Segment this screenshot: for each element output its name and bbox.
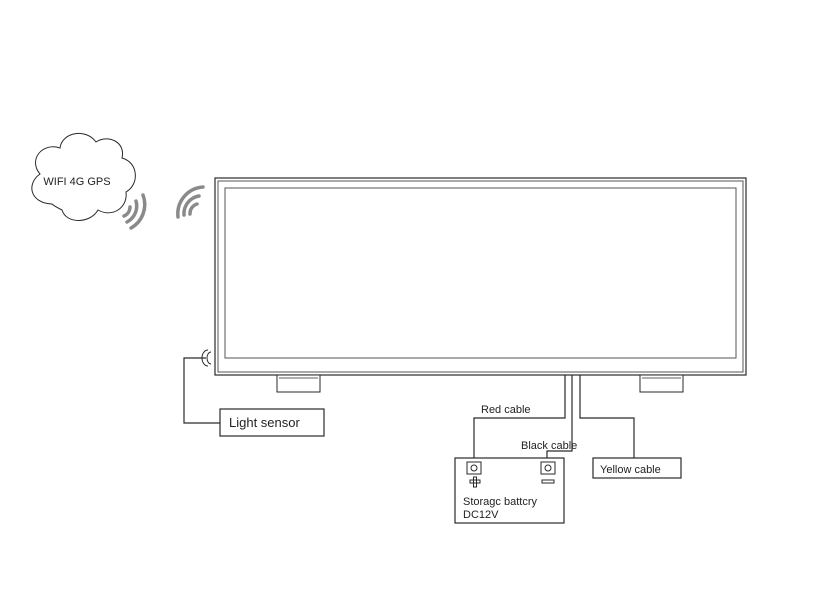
battery-voltage: DC12V — [463, 509, 499, 521]
yellow-cable-box — [592, 457, 682, 479]
screen-bezel — [217, 180, 744, 373]
storage-battery: Storagc battcry DC12V — [454, 457, 565, 524]
red-cable-label: Red cable — [481, 404, 531, 416]
yellow-cable-label: Yellow cable — [600, 464, 661, 476]
battery-label: Storagc battcry — [463, 496, 537, 508]
red-cable-line — [473, 375, 566, 458]
cloud-label: WIFI 4G GPS — [43, 176, 110, 188]
display-screen — [214, 177, 747, 376]
plus-icon — [469, 476, 481, 488]
positive-terminal — [466, 461, 482, 475]
cloud: WIFI 4G GPS — [31, 133, 136, 221]
black-cable-line — [546, 375, 573, 458]
light-sensor-box — [219, 408, 325, 437]
light-sensor-cable — [183, 357, 220, 424]
black-cable-label: Black cable — [521, 440, 577, 452]
minus-icon — [541, 479, 555, 484]
positive-terminal-hole — [470, 464, 478, 472]
light-sensor-label: Light sensor — [229, 415, 300, 430]
wireless-signal-icon — [122, 193, 147, 230]
yellow-cable-line — [579, 375, 635, 458]
cloud-outline — [31, 133, 136, 221]
screen-foot-right — [639, 374, 684, 393]
negative-terminal — [540, 461, 556, 475]
screen-foot-left — [276, 374, 321, 393]
negative-terminal-hole — [544, 464, 552, 472]
wireless-signal-icon — [176, 185, 205, 219]
screen-panel — [224, 187, 737, 359]
